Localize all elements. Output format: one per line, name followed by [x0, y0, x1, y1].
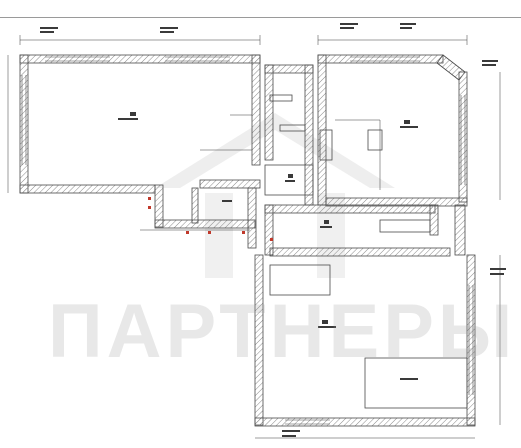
left-room-walls [19, 54, 261, 194]
top-divider [0, 17, 521, 18]
windows [21, 56, 474, 425]
red-markers [148, 197, 273, 241]
bottom-room-walls [254, 254, 476, 427]
right-top-room-walls [317, 54, 468, 207]
bathroom-walls [154, 184, 257, 249]
dimension-lines [7, 35, 501, 439]
dimension-text-marks [40, 23, 506, 437]
hall-walls [264, 204, 466, 257]
